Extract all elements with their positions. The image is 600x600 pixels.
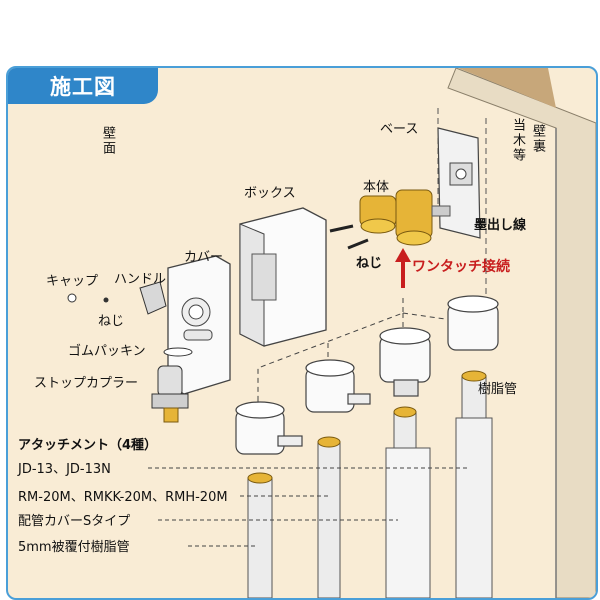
attachment-cover-s [379, 327, 431, 397]
label-handle: ハンドル [114, 272, 167, 287]
label-ink-line: 墨出し線 [474, 218, 527, 233]
attachment-item: JD-13、JD-13N [18, 462, 111, 477]
handle-icon [139, 281, 167, 315]
diagram-frame: 施工図 壁面 ベース 本体 ボックス カバー キャップ ハンドル ねじ ねじ ゴ… [6, 66, 598, 600]
installation-illustration [67, 68, 596, 598]
attachment-item: 配管カバーSタイプ [18, 514, 131, 529]
label-resin-pipe: 樹脂管 [478, 382, 518, 397]
stop-coupler-icon [151, 347, 193, 423]
attachment-item: 5mm被覆付樹脂管 [18, 540, 130, 555]
stud-wood [458, 68, 556, 108]
label-wall-back: 壁裏 [530, 124, 545, 154]
attachment-jd13 [235, 401, 303, 455]
label-screw-left: ねじ [98, 314, 125, 329]
pipes [247, 370, 493, 598]
wall-edge [447, 68, 596, 598]
attachment-rm20m [305, 359, 371, 413]
wall-label: 壁面 [100, 126, 115, 156]
one-touch-label: ワンタッチ接続 [412, 259, 510, 275]
attachment-resin-5mm [447, 295, 499, 351]
label-body: 本体 [363, 180, 390, 195]
attachment-item: RM-20M、RMKK-20M、RMH-20M [18, 490, 228, 505]
attachment-leaders [148, 467, 468, 547]
screw-icon [103, 297, 109, 303]
cover-plate [167, 255, 231, 395]
screw-icon [347, 238, 369, 250]
label-stop-coupler: ストップカプラー [34, 376, 139, 391]
label-cap: キャップ [46, 274, 99, 289]
screw-icon [329, 224, 354, 233]
cap-icon [67, 293, 77, 303]
label-box: ボックス [244, 186, 296, 201]
label-gasket: ゴムパッキン [68, 344, 146, 359]
box [239, 207, 327, 347]
label-cover: カバー [184, 250, 224, 265]
page-title: 施工図 [8, 68, 158, 104]
label-stud: 当木等 [510, 118, 525, 163]
label-base: ベース [380, 122, 419, 137]
label-screw-right: ねじ [356, 256, 383, 271]
attachments-heading: アタッチメント（4種） [18, 438, 158, 453]
gasket-icon [163, 347, 193, 357]
body-unit [359, 189, 451, 246]
